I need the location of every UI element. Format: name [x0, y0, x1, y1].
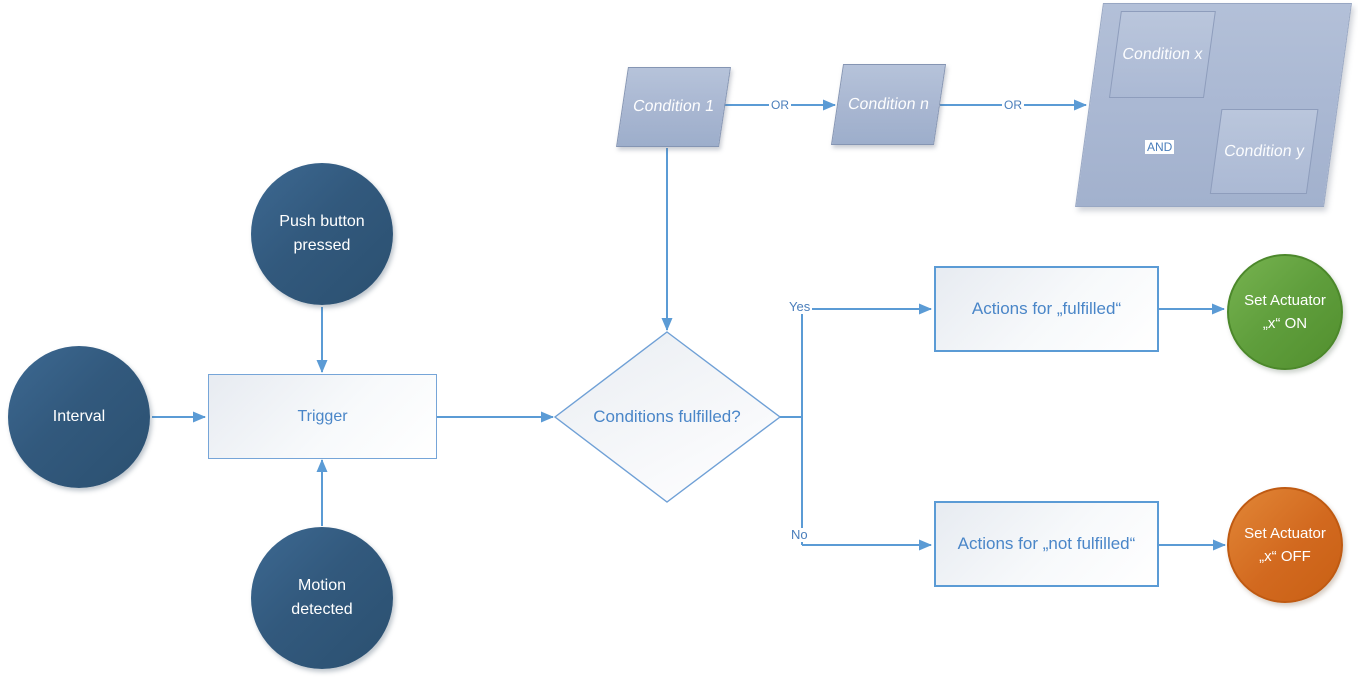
node-motion-label: Motion detected — [291, 577, 353, 618]
node-set-actuator-off-label: Set Actuator „x“ OFF — [1244, 524, 1326, 565]
node-condition-y: Condition y — [1209, 109, 1319, 194]
node-actions-not-fulfilled: Actions for „not fulfilled“ — [934, 501, 1159, 587]
node-set-actuator-on-label: Set Actuator „x“ ON — [1244, 291, 1326, 332]
node-condition-x: Condition x — [1108, 11, 1216, 98]
node-interval: Interval — [8, 346, 150, 488]
edge-label-no: No — [789, 527, 810, 542]
node-condition-1: Condition 1 — [616, 67, 731, 147]
node-push-button-label: Push button pressed — [279, 213, 365, 254]
node-condition-y-label: Condition y — [1223, 142, 1306, 160]
node-condition-n-label: Condition n — [846, 95, 931, 113]
edge-label-or-2: OR — [1002, 98, 1024, 112]
node-condition-x-label: Condition x — [1121, 45, 1204, 63]
node-actions-fulfilled: Actions for „fulfilled“ — [934, 266, 1159, 352]
node-condition-1-label: Condition 1 — [631, 98, 716, 115]
node-decision-label: Conditions fulfilled? — [593, 407, 741, 426]
node-actions-not-fulfilled-label: Actions for „not fulfilled“ — [957, 534, 1136, 553]
node-set-actuator-off: Set Actuator „x“ OFF — [1227, 487, 1343, 603]
node-trigger: Trigger — [208, 374, 437, 459]
node-condition-group: Condition x Condition y — [1075, 3, 1352, 207]
edge-label-yes: Yes — [787, 299, 813, 314]
edge-label-or-1: OR — [769, 98, 791, 112]
node-set-actuator-on: Set Actuator „x“ ON — [1227, 254, 1343, 370]
node-trigger-label: Trigger — [297, 407, 348, 425]
node-motion-detected: Motion detected — [251, 527, 393, 669]
node-push-button-pressed: Push button pressed — [251, 163, 393, 305]
node-condition-n: Condition n — [830, 64, 947, 145]
edge-label-and: AND — [1145, 140, 1175, 154]
node-actions-fulfilled-label: Actions for „fulfilled“ — [971, 299, 1122, 318]
node-interval-label: Interval — [52, 408, 106, 425]
